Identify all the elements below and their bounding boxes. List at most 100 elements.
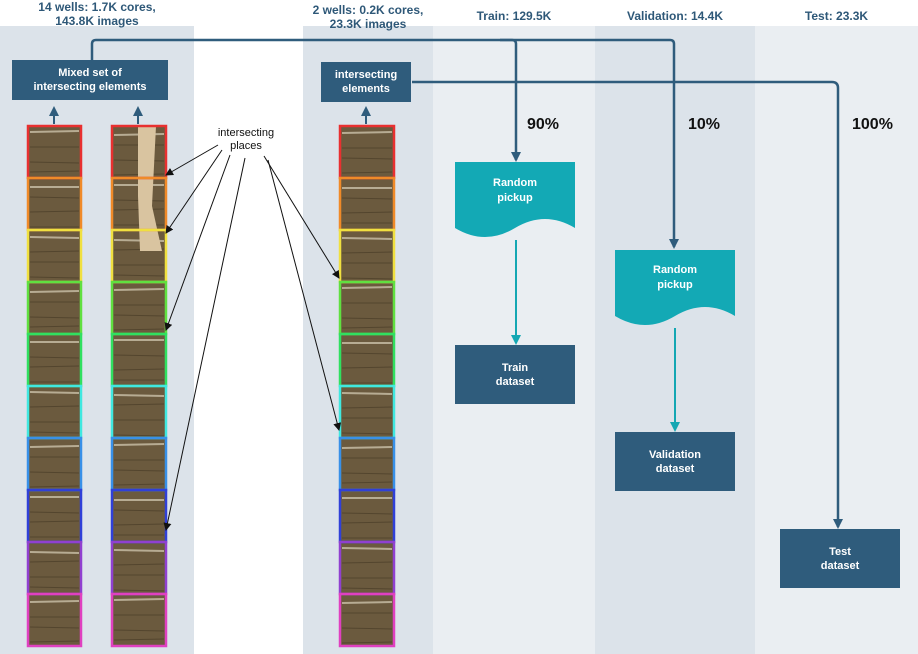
random-pickup-validation-label: Random pickup <box>653 264 697 291</box>
core-texture-line <box>29 511 80 514</box>
train-dataset-box: Train dataset <box>455 345 575 404</box>
arrow-mixed-to-train-pickup <box>90 38 521 162</box>
core-texture-line <box>29 161 80 164</box>
random-pickup-validation-shape <box>615 250 735 325</box>
core-texture-line <box>113 629 165 632</box>
core-texture-line <box>29 405 80 408</box>
core-texture-line <box>341 326 393 329</box>
core-texture-line <box>341 472 393 475</box>
header-middle-wells: 2 wells: 0.2K cores, 23.3K images <box>312 3 424 31</box>
core-texture-line <box>29 236 80 239</box>
header-left-wells: 14 wells: 1.7K cores, 143.8K images <box>38 0 156 28</box>
core-texture-line <box>113 314 165 317</box>
core-texture-line <box>29 485 80 488</box>
core-texture-line <box>113 403 165 406</box>
core-texture-line <box>29 356 80 359</box>
core-texture-line <box>341 432 393 435</box>
core-texture-line <box>29 170 80 173</box>
core-texture-line <box>29 365 80 368</box>
core-texture-line <box>341 237 393 240</box>
header-test: Test: 23.3K <box>804 9 869 23</box>
core-texture-line <box>29 471 80 474</box>
core-texture-line <box>113 394 165 397</box>
arrow-mixed-to-validation-pickup <box>500 38 679 249</box>
core-texture-line <box>113 368 165 371</box>
core-texture-line <box>341 481 393 484</box>
random-pickup-train-label: Random pickup <box>493 177 537 204</box>
core-texture-line <box>113 483 165 486</box>
annotation-arrow-5 <box>263 155 340 279</box>
annotation-arrow-3 <box>164 154 231 331</box>
annotation-arrow-6 <box>267 159 342 431</box>
core-texture-line <box>341 352 393 355</box>
core-texture-line <box>29 391 80 394</box>
core-texture-line <box>341 211 393 214</box>
core-texture-line <box>341 547 393 550</box>
core-texture-line <box>341 406 393 409</box>
core-light-patch <box>138 126 162 251</box>
core-texture-line <box>113 598 165 601</box>
test-percentage: 100% <box>852 116 893 133</box>
core-texture-line <box>341 157 393 160</box>
intersecting-places-label: intersecting places <box>217 127 275 152</box>
core-texture-line <box>29 445 80 448</box>
core-texture-line <box>113 563 165 566</box>
core-texture-line <box>29 196 80 199</box>
core-texture-line <box>341 392 393 395</box>
core-texture-line <box>113 443 165 446</box>
core-texture-line <box>113 638 165 641</box>
core-column-1 <box>26 124 83 648</box>
core-texture-line <box>29 626 80 629</box>
core-texture-line <box>29 130 80 133</box>
random-pickup-train-shape <box>455 162 575 237</box>
header-train: Train: 129.5K <box>476 9 552 23</box>
core-texture-line <box>29 586 80 589</box>
mixed-set-box: Mixed set of intersecting elements <box>12 60 168 100</box>
core-texture-line <box>113 274 165 277</box>
core-texture-line <box>29 210 80 213</box>
core-texture-line <box>29 600 80 603</box>
annotation-arrow-4 <box>163 157 246 531</box>
core-column-3 <box>338 124 396 648</box>
core-texture-line <box>113 469 165 472</box>
core-texture-line <box>113 434 165 437</box>
core-texture-line <box>341 512 393 515</box>
core-texture-line <box>113 549 165 552</box>
core-segment <box>338 592 396 648</box>
core-texture-line <box>113 509 165 512</box>
core-texture-line <box>113 589 165 592</box>
core-texture-line <box>341 587 393 590</box>
core-column-2 <box>110 124 168 648</box>
core-texture-line <box>113 523 165 526</box>
core-texture-line <box>341 601 393 604</box>
core-texture-line <box>341 561 393 564</box>
core-texture-line <box>29 520 80 523</box>
core-texture-line <box>341 197 393 200</box>
core-texture-line <box>29 276 80 279</box>
validation-percentage: 10% <box>688 116 721 133</box>
validation-dataset-box: Validation dataset <box>615 432 735 491</box>
core-texture-line <box>29 551 80 554</box>
core-texture-line <box>29 560 80 563</box>
arrow-intersecting-to-test <box>412 80 843 529</box>
test-dataset-box: Test dataset <box>780 529 900 588</box>
core-texture-line <box>341 627 393 630</box>
core-segment <box>26 592 83 648</box>
header-validation: Validation: 14.4K <box>626 9 724 23</box>
core-texture-line <box>29 640 80 643</box>
core-texture-line <box>341 317 393 320</box>
train-percentage: 90% <box>527 116 560 133</box>
core-texture-line <box>113 288 165 291</box>
core-texture-line <box>341 521 393 524</box>
core-texture-line <box>341 641 393 644</box>
core-texture-line <box>341 366 393 369</box>
core-texture-line <box>29 431 80 434</box>
core-texture-line <box>29 316 80 319</box>
annotation-arrow-2 <box>165 149 223 234</box>
core-texture-line <box>29 290 80 293</box>
annotation-arrow-1 <box>165 144 219 176</box>
core-texture-line <box>341 251 393 254</box>
intersecting-elements-box: intersecting elements <box>321 62 411 102</box>
core-texture-line <box>113 354 165 357</box>
